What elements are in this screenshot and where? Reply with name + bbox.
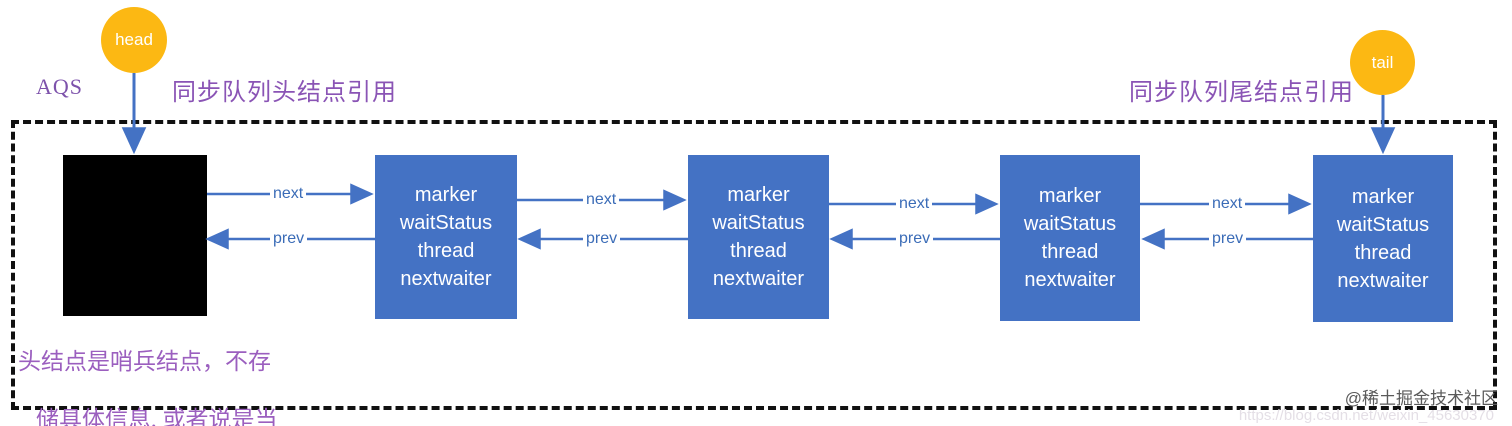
queue-node-1[interactable]: marker waitStatus thread nextwaiter xyxy=(375,155,517,319)
edge-label-next-1: next xyxy=(270,185,307,203)
aqs-container xyxy=(11,120,1497,410)
node-field-marker: marker xyxy=(1038,185,1102,207)
node-field-thread: thread xyxy=(1354,241,1412,264)
edge-label-prev-2: prev xyxy=(583,230,621,248)
head-pointer-annotation: 同步队列头结点引用 xyxy=(172,80,397,106)
edge-label-prev-4: prev xyxy=(1209,230,1247,248)
queue-node-4[interactable]: marker waitStatus thread nextwaiter xyxy=(1313,155,1453,322)
node-field-nextwaiter: nextwaiter xyxy=(400,268,492,290)
node-field-thread: thread xyxy=(417,240,475,262)
node-field-waitstatus: waitStatus xyxy=(1336,213,1430,236)
note-line-1: 头结点是哨兵结点，不存 xyxy=(18,349,271,374)
edge-label-next-2: next xyxy=(583,191,620,209)
tail-pointer-label: tail xyxy=(1371,52,1394,72)
node-field-thread: thread xyxy=(1041,241,1099,263)
node-field-marker: marker xyxy=(1351,185,1415,208)
edge-label-next-4: next xyxy=(1209,195,1246,213)
node-field-thread: thread xyxy=(730,240,787,262)
edge-label-prev-3: prev xyxy=(896,230,934,248)
node-field-nextwaiter: nextwaiter xyxy=(712,268,805,290)
tail-pointer-annotation: 同步队列尾结点引用 xyxy=(1129,80,1354,106)
queue-node-2[interactable]: marker waitStatus thread nextwaiter xyxy=(688,155,829,319)
node-field-waitstatus: waitStatus xyxy=(399,212,493,234)
queue-node-head-redacted xyxy=(63,155,207,316)
head-pointer-node[interactable]: head xyxy=(101,7,167,73)
watermark-text: @稀土掘金技术社区 xyxy=(1344,389,1498,408)
node-field-marker: marker xyxy=(727,184,790,206)
queue-node-3[interactable]: marker waitStatus thread nextwaiter xyxy=(1000,155,1140,321)
node-field-marker: marker xyxy=(414,184,478,206)
edge-label-prev-1: prev xyxy=(270,230,308,248)
node-field-nextwaiter: nextwaiter xyxy=(1024,269,1116,291)
note-line-2: 储具体信息, 或者说是当 xyxy=(36,407,278,426)
tail-pointer-node[interactable]: tail xyxy=(1350,30,1415,95)
node-field-waitstatus: waitStatus xyxy=(1023,213,1117,235)
node-field-nextwaiter: nextwaiter xyxy=(1337,269,1429,292)
head-sentinel-note: 头结点是哨兵结点，不存 储具体信息, 或者说是当 前获得锁的线程结点 xyxy=(18,318,300,426)
edge-label-next-3: next xyxy=(896,195,933,213)
node-field-waitstatus: waitStatus xyxy=(712,212,805,234)
watermark-url: https://blog.csdn.net/weixin_45630370 xyxy=(1238,407,1494,424)
aqs-label: AQS xyxy=(36,74,84,99)
head-pointer-label: head xyxy=(115,30,153,49)
